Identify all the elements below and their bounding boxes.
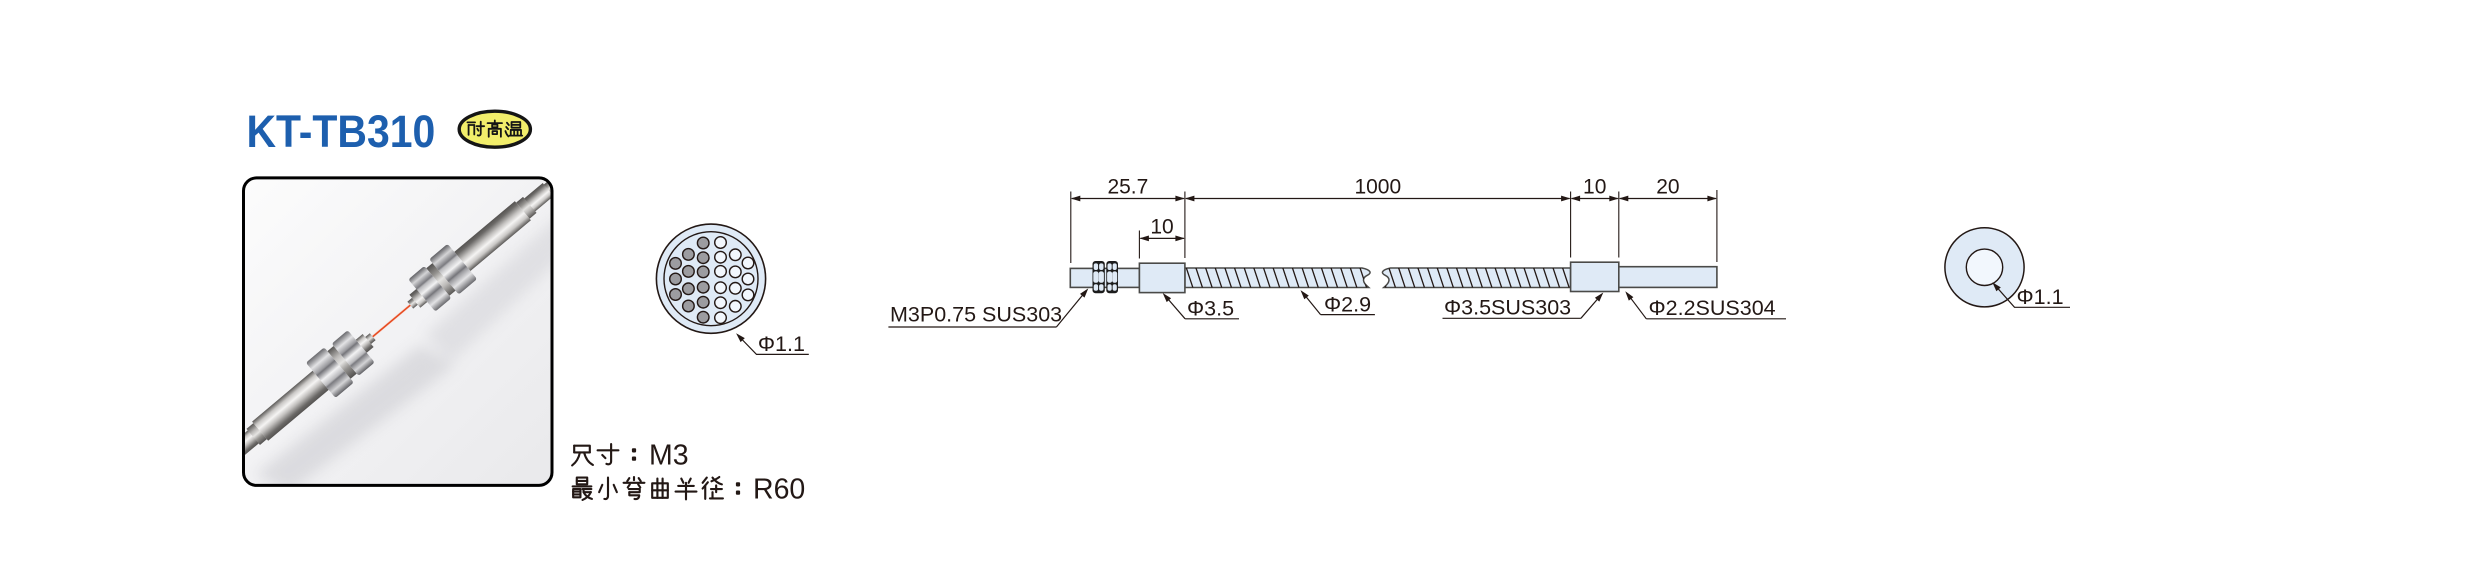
svg-text:1000: 1000 [1354,176,1401,199]
svg-text:M3: M3 [649,440,689,472]
svg-text:Φ3.5: Φ3.5 [1187,297,1234,321]
svg-text:Φ2.9: Φ2.9 [1324,293,1371,317]
svg-text:10: 10 [1583,176,1606,199]
svg-text:20: 20 [1656,176,1679,199]
svg-text:Φ3.5SUS303: Φ3.5SUS303 [1444,296,1571,320]
svg-text:KT-TB310: KT-TB310 [247,107,436,157]
svg-text:Φ1.1: Φ1.1 [2017,285,2064,309]
svg-text:10: 10 [1150,216,1173,239]
svg-text:R60: R60 [753,474,805,506]
svg-text:Φ1.1: Φ1.1 [758,332,805,356]
svg-text:M3P0.75 SUS303: M3P0.75 SUS303 [890,303,1062,327]
svg-text:25.7: 25.7 [1107,176,1148,199]
svg-text:Φ2.2SUS304: Φ2.2SUS304 [1649,296,1776,320]
